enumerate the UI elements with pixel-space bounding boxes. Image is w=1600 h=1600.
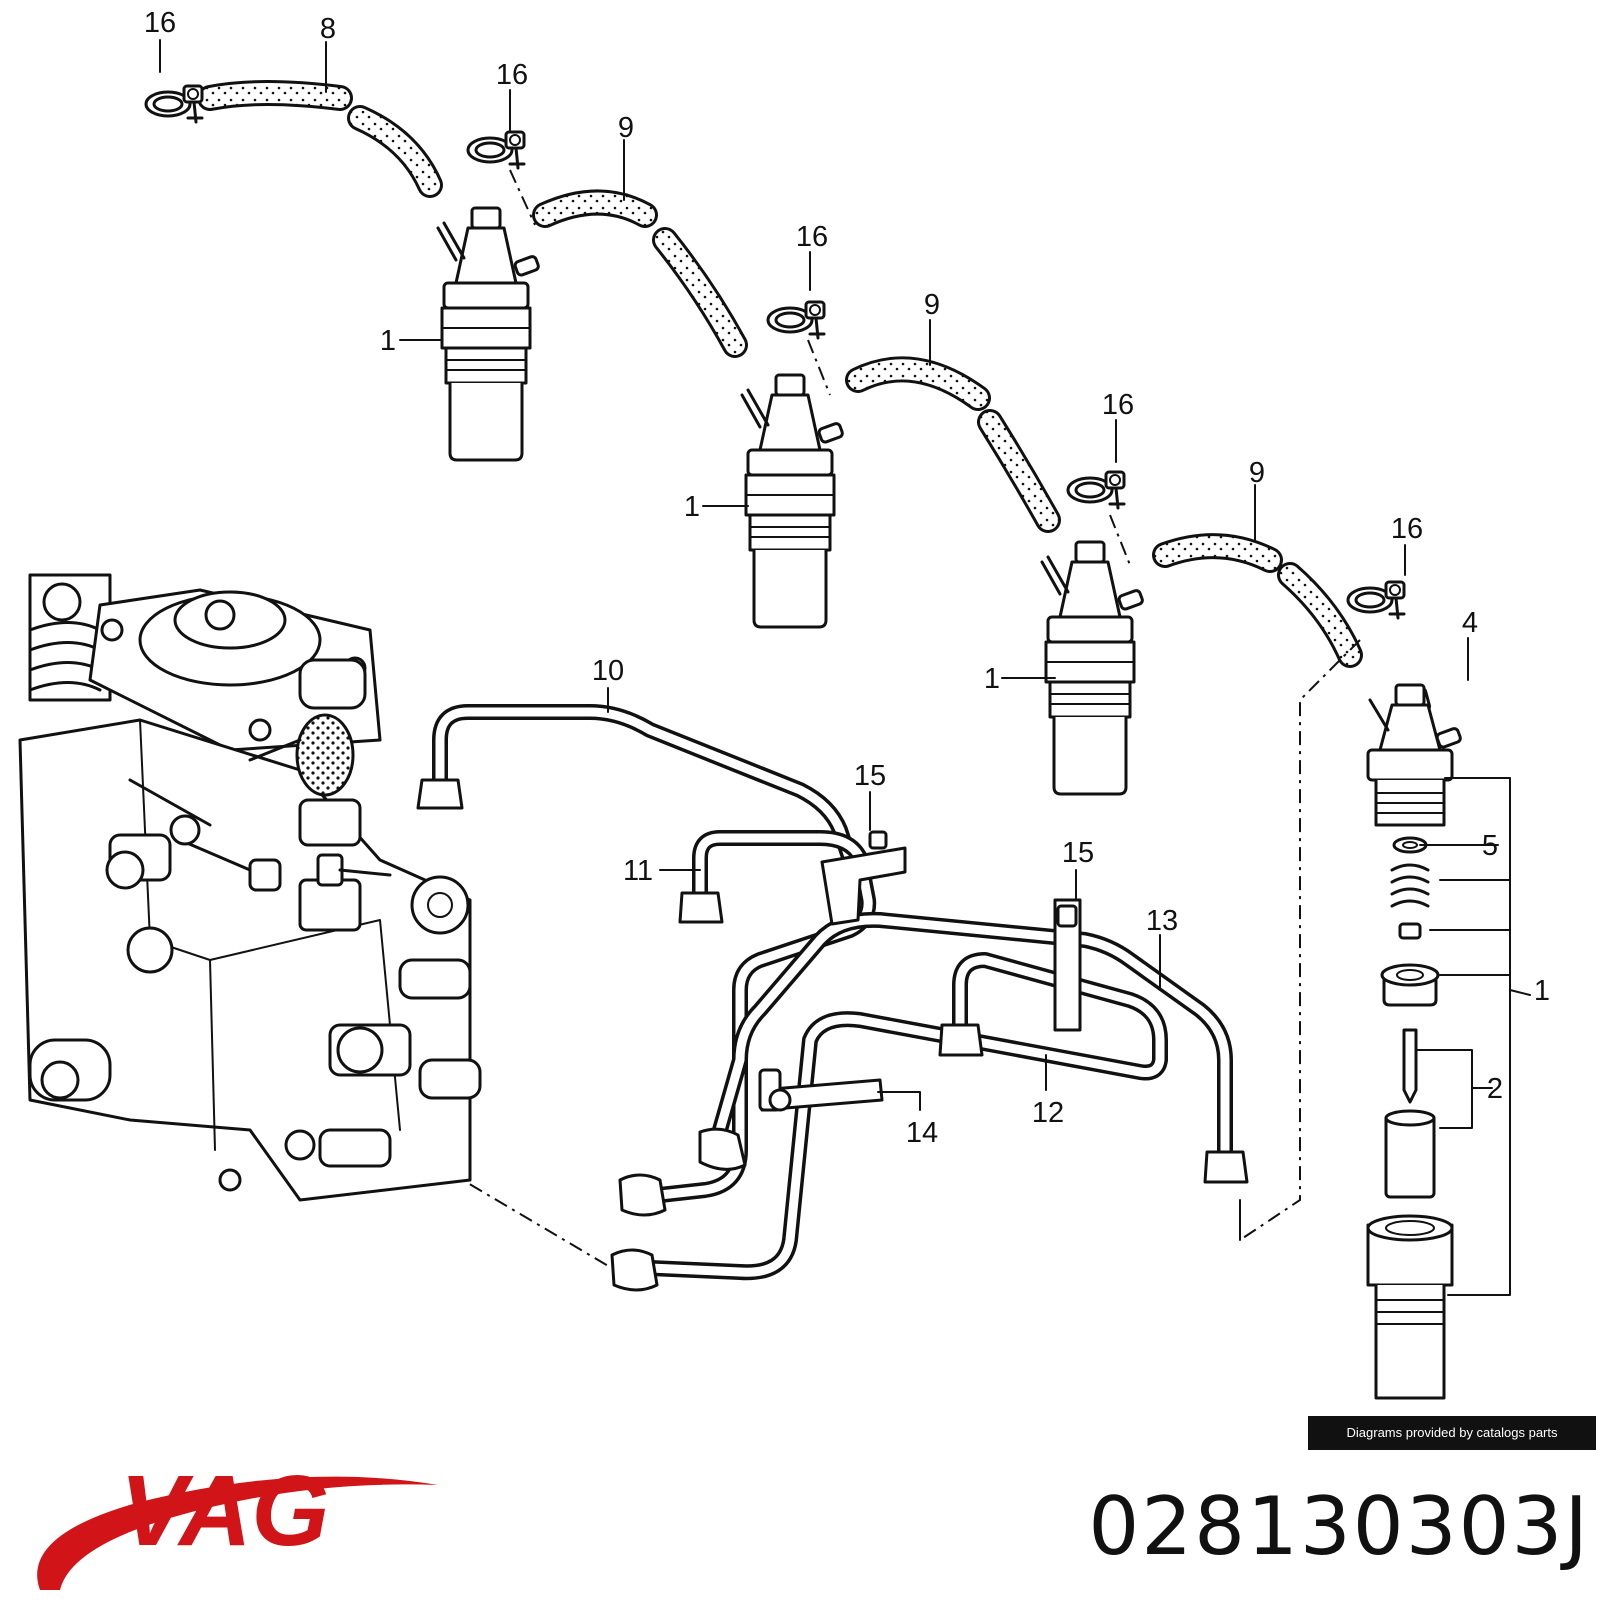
callout-1: 1 [684,491,700,523]
callout-16: 16 [796,221,828,253]
callout-9: 9 [618,112,634,144]
callout-14: 14 [906,1117,938,1149]
callout-16: 16 [1102,389,1134,421]
callout-16: 16 [496,59,528,91]
callout-15: 15 [1062,837,1094,869]
diagram-credit-banner: Diagrams provided by catalogs parts [1308,1416,1596,1450]
logo-swoosh [37,1476,439,1590]
callout-10: 10 [592,655,624,687]
callout-1: 1 [380,325,396,357]
vag-logo: VAG [37,1455,439,1590]
callout-15: 15 [854,760,886,792]
part-number: 028130303J [1088,1480,1590,1573]
callout-1: 1 [1534,975,1550,1007]
callout-4: 4 [1462,607,1478,639]
callout-5: 5 [1482,830,1498,862]
callout-12: 12 [1032,1097,1064,1129]
callout-9: 9 [924,289,940,321]
callout-16: 16 [1391,513,1423,545]
callout-13: 13 [1146,905,1178,937]
callout-8: 8 [320,13,336,45]
exploded-injector [1366,683,1531,1400]
return-hoses [197,80,1363,668]
logo-wordmark: VAG [120,1455,329,1567]
callout-16: 16 [144,7,176,39]
injection-pipes [416,704,1249,1292]
injection-pump [18,573,482,1202]
callout-11: 11 [623,855,653,887]
callout-leaders [159,39,1489,1111]
callout-labels: 16 8 16 9 1 16 9 1 16 9 16 1 4 10 5 15 1… [144,7,1550,1149]
callout-1: 1 [984,663,1000,695]
callout-9: 9 [1249,457,1265,489]
callout-2: 2 [1487,1073,1503,1105]
